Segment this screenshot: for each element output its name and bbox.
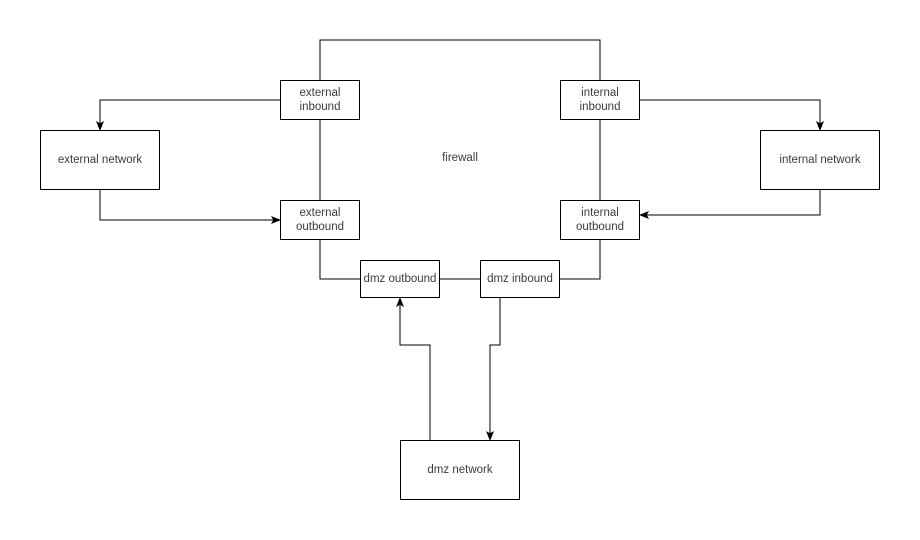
edge-internal-network-to-internal-outbound [639,190,821,219]
firewall-zone-label: firewall [410,151,510,165]
edge-external-outbound-to-dmz-outbound [319,240,360,280]
node-external-inbound[interactable]: external inbound [280,80,360,120]
firewall-zone-label-text: firewall [442,152,478,164]
edge-dmz-inbound-to-dmz-network [486,298,501,441]
node-label-dmz-outbound: dmz outbound [363,273,437,285]
node-label-external-network: external network [57,154,143,166]
node-dmz-inbound[interactable]: dmz inbound [480,260,560,298]
edges [96,39,824,441]
edge-external-network-to-external-outbound [99,190,281,224]
edge-internal-inbound-to-internal-network [640,99,824,131]
edge-internal-outbound-to-dmz-inbound [560,240,601,280]
node-dmz-network[interactable]: dmz network [400,440,520,500]
node-external-outbound[interactable]: external outbound [280,200,360,240]
node-label-external-outbound: external outbound [296,207,344,233]
node-dmz-outbound[interactable]: dmz outbound [360,260,440,298]
edge-dmz-network-to-dmz-outbound [396,297,431,440]
node-label-dmz-inbound: dmz inbound [487,273,553,285]
node-label-internal-inbound: internal inbound [579,87,621,113]
node-label-dmz-network: dmz network [427,464,493,476]
node-internal-inbound[interactable]: internal inbound [560,80,640,120]
node-internal-network[interactable]: internal network [760,130,880,190]
edge-top-bracket [319,39,601,80]
node-label-internal-outbound: internal outbound [576,207,624,233]
node-label-internal-network: internal network [779,154,861,166]
node-label-external-inbound: external inbound [299,87,341,113]
edge-external-inbound-to-external-network [96,99,280,131]
node-external-network[interactable]: external network [40,130,160,190]
node-internal-outbound[interactable]: internal outbound [560,200,640,240]
